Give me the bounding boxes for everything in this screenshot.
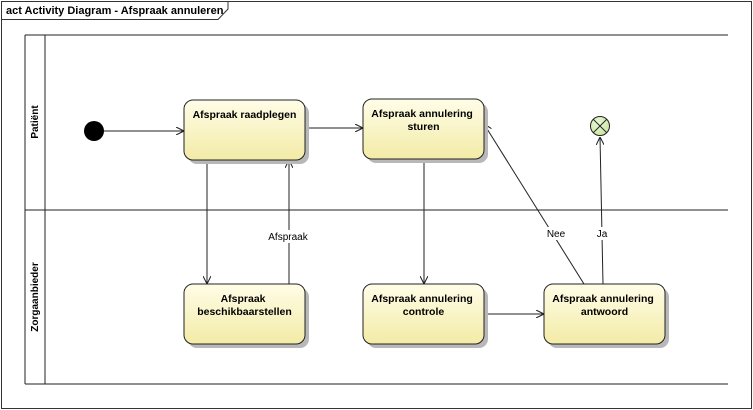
node-label-line: Afspraak annulering — [371, 293, 473, 305]
edge-label-ja: Ja — [597, 229, 608, 240]
action-afspraak-raadplegen: Afspraak raadplegen — [183, 99, 309, 164]
action-afspraak-annulering-controle: Afspraak annulering controle — [362, 283, 488, 348]
node-label-line: sturen — [407, 121, 439, 133]
edges — [104, 124, 603, 314]
svg-text:Afspraak annulering stur: Afspraak annulering sturen — [371, 108, 475, 133]
node-label-line: beschikbaarstellen — [197, 306, 292, 318]
svg-text:Afspraak annulering cont: Afspraak annulering controle — [371, 293, 475, 318]
edge-antwoord-to-final — [600, 137, 603, 285]
frame-title-tab — [1, 1, 229, 20]
node-label-line: Afspraak raadplegen — [193, 109, 297, 121]
lane-label-zorgaanbieder: Zorgaanbieder — [30, 262, 41, 332]
node-label-line: controle — [403, 306, 445, 318]
action-afspraak-beschikbaarstellen: Afspraak beschikbaarstellen — [183, 283, 309, 348]
edge-labels: Afspraak Nee Ja — [266, 227, 610, 243]
svg-text:Afspraak beschikbaarstel: Afspraak beschikbaarstellen — [197, 293, 292, 318]
lane-label-patient: Patiënt — [30, 105, 41, 139]
node-label-line: antwoord — [581, 306, 628, 318]
edge-label-afspraak: Afspraak — [268, 232, 308, 243]
node-label-line: Afspraak annulering — [371, 108, 473, 120]
node-label-line: Afspraak — [221, 293, 266, 305]
frame-title: act Activity Diagram - Afspraak annulere… — [6, 5, 224, 17]
svg-text:Afspraak annulering antw: Afspraak annulering antwoord — [552, 293, 656, 318]
svg-text:Afspraak raadplegen: Afspraak raadplegen — [193, 109, 297, 121]
edge-antwoord-to-sturen — [484, 124, 585, 285]
edge-label-nee: Nee — [547, 229, 566, 240]
initial-node — [84, 121, 104, 141]
final-node-cross-2 — [592, 118, 608, 134]
action-afspraak-annulering-sturen: Afspraak annulering sturen — [362, 98, 488, 163]
final-node — [590, 116, 610, 136]
swimlanes: Patiënt Zorgaanbieder — [24, 34, 728, 385]
node-label-line: Afspraak annulering — [552, 293, 654, 305]
action-afspraak-annulering-antwoord: Afspraak annulering antwoord — [543, 283, 669, 348]
